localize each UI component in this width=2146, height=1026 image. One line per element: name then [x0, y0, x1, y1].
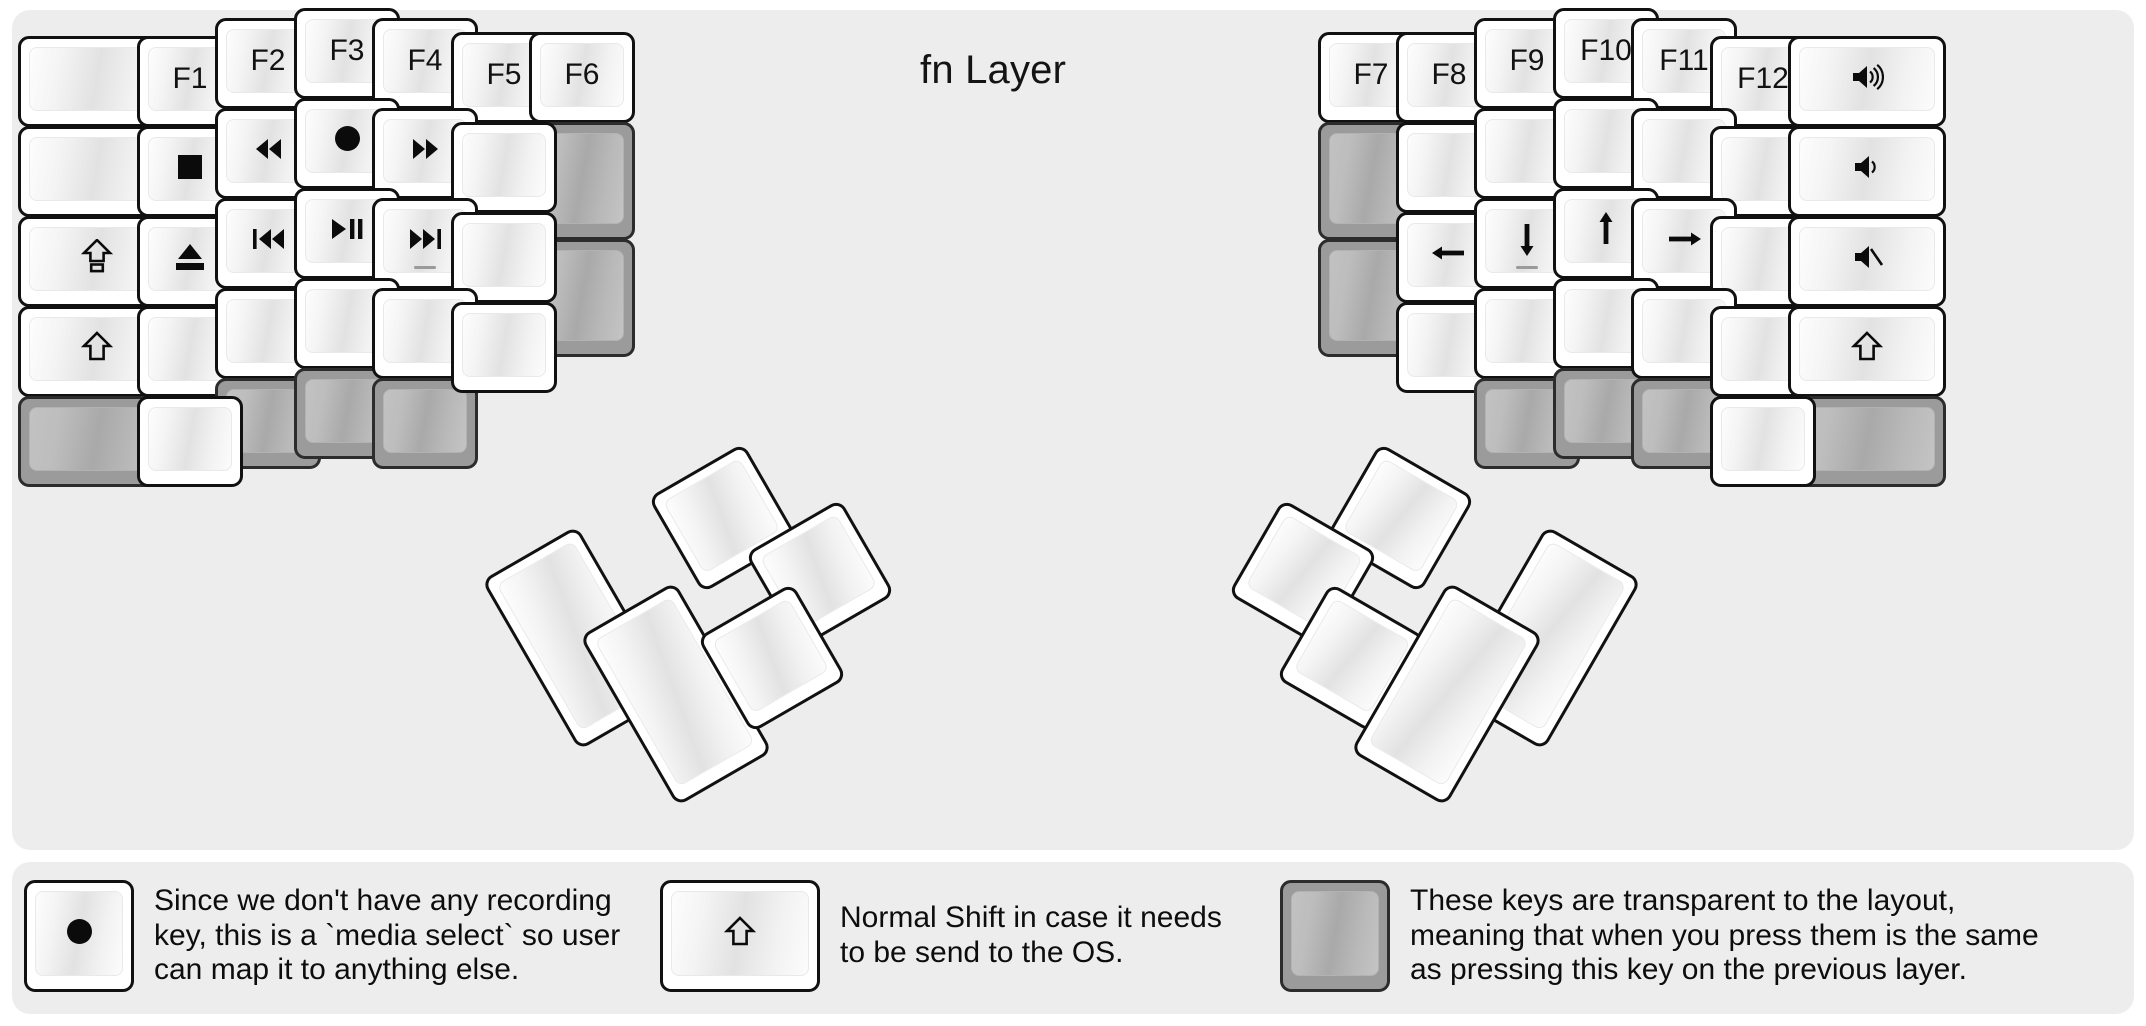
legend-keycap-2	[1280, 880, 1390, 992]
keycap-surface	[35, 891, 123, 976]
media-eject-icon	[175, 243, 205, 275]
media-stop-icon	[178, 154, 202, 184]
legend-item-1: Normal Shift in case it needs to be send…	[660, 880, 1222, 992]
media-rewind-icon	[248, 135, 288, 168]
keycap-surface	[1799, 47, 1935, 111]
keycap-label: F4	[407, 44, 443, 77]
keycap-label: F2	[250, 44, 286, 77]
keycap-surface	[671, 891, 809, 976]
key-right-pinky-outer-3[interactable]	[1788, 306, 1946, 397]
keycap-surface: F6	[540, 43, 624, 107]
legend-keycap-1	[660, 880, 820, 992]
keycap-surface	[148, 407, 232, 471]
key-left-pinky-4[interactable]	[137, 396, 243, 487]
keycap-label: F12	[1737, 62, 1789, 95]
keycap-surface	[1799, 317, 1935, 381]
legend-text-1: Normal Shift in case it needs to be send…	[840, 901, 1222, 969]
keycap-surface	[1291, 891, 1379, 976]
volume-down-icon	[1850, 152, 1884, 187]
volume-mute-icon	[1850, 242, 1884, 277]
key-left-index-4[interactable]	[372, 378, 478, 469]
media-next-icon	[405, 225, 445, 258]
homing-bar	[1516, 266, 1538, 269]
legend-item-2: These keys are transparent to the layout…	[1280, 880, 2039, 992]
volume-up-icon	[1850, 62, 1884, 97]
keycap-label: F3	[329, 34, 365, 67]
keycap-surface	[1721, 407, 1805, 471]
keycap-label: F11	[1659, 44, 1709, 77]
legend-text-0: Since we don't have any recording key, t…	[154, 883, 621, 987]
keycap-surface	[462, 133, 546, 197]
shift-icon	[724, 915, 756, 953]
keycap-surface	[1799, 227, 1935, 291]
media-play-pause-icon	[327, 215, 367, 248]
key-left-index-inner-2[interactable]	[451, 212, 557, 303]
legend-text-2: These keys are transparent to the layout…	[1410, 883, 2039, 987]
key-left-inner-extra-0[interactable]: F6	[529, 32, 635, 123]
keycap	[660, 880, 820, 992]
keycap-label: F6	[564, 58, 600, 91]
keycap-surface	[1799, 137, 1935, 201]
key-right-pinky-outer-1[interactable]	[1788, 126, 1946, 217]
keycap-surface	[462, 313, 546, 377]
key-left-index-inner-3[interactable]	[451, 302, 557, 393]
keycap	[24, 880, 134, 992]
media-record-icon	[334, 126, 360, 156]
keycap-label: F8	[1431, 58, 1467, 91]
arrow-up-icon	[1592, 209, 1620, 254]
key-right-pinky-outer-0[interactable]	[1788, 36, 1946, 127]
keycap-label: F9	[1509, 44, 1545, 77]
key-left-index-inner-1[interactable]	[451, 122, 557, 213]
shift-icon	[1851, 330, 1883, 368]
keycap-surface	[1799, 407, 1935, 471]
shift-icon	[81, 330, 113, 368]
legend-keycap-0	[24, 880, 134, 992]
arrow-left-icon	[1428, 239, 1470, 272]
keycap	[1280, 880, 1390, 992]
media-previous-icon	[248, 225, 288, 258]
shift-lock-icon	[81, 239, 113, 279]
legend-item-0: Since we don't have any recording key, t…	[24, 880, 620, 992]
homing-bar	[414, 266, 436, 269]
keycap-surface	[462, 223, 546, 287]
legend-panel	[12, 862, 2134, 1014]
page-title: fn Layer	[920, 48, 1067, 92]
arrow-down-icon	[1513, 219, 1541, 264]
keycap-label: F1	[172, 62, 208, 95]
keycap-label: F7	[1353, 58, 1389, 91]
keycap-surface	[383, 389, 467, 453]
keycap-label: F5	[486, 58, 522, 91]
media-fast-forward-icon	[405, 135, 445, 168]
key-right-pinky-outer-2[interactable]	[1788, 216, 1946, 307]
arrow-right-icon	[1663, 225, 1705, 258]
keycap-label: F10	[1580, 34, 1632, 67]
media-record-icon	[66, 918, 92, 949]
key-right-pinky-4[interactable]	[1710, 396, 1816, 487]
